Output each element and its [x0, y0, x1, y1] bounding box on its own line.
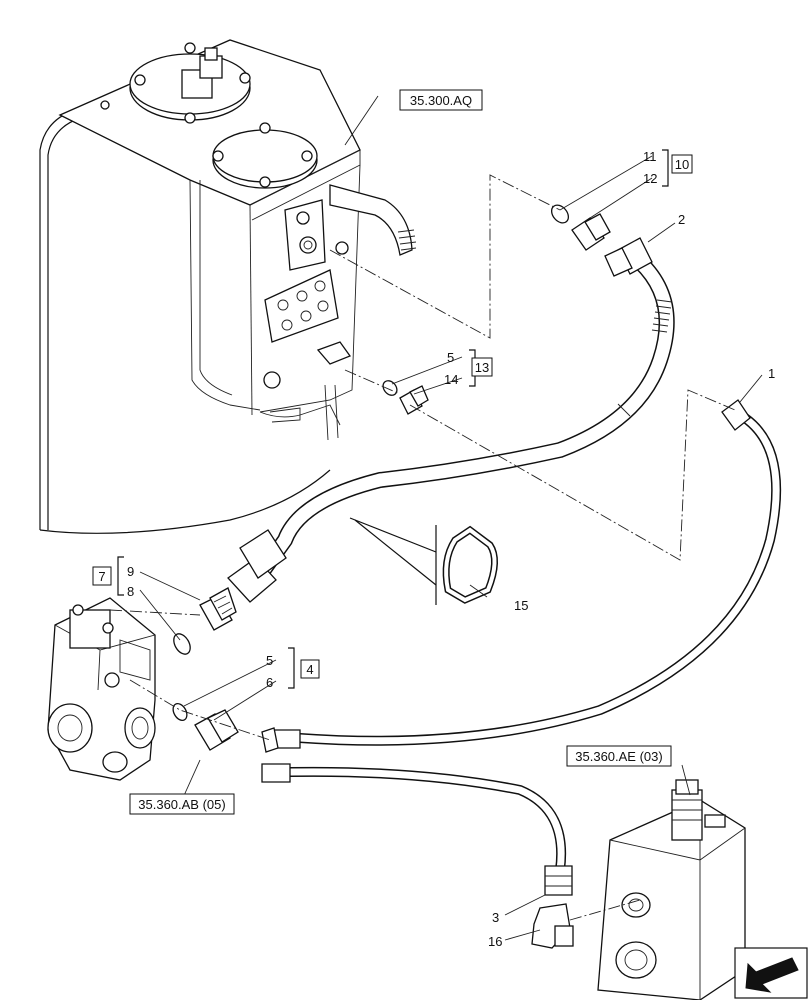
callout-box-10: 10 — [671, 154, 693, 174]
o-ring-5-pump — [172, 702, 188, 722]
callout-3: 3 — [492, 910, 499, 925]
arrow-down-left-icon[interactable] — [734, 947, 808, 999]
callout-5-pump: 5 — [266, 653, 273, 668]
callout-16: 16 — [488, 934, 502, 949]
valve-block — [597, 779, 746, 1000]
callout-6: 6 — [266, 675, 273, 690]
reference-label-valve: 35.360.AE (03) — [575, 749, 662, 764]
callout-14: 14 — [444, 372, 458, 387]
callout-10: 10 — [675, 157, 689, 172]
callout-1: 1 — [768, 366, 775, 381]
callout-4: 4 — [306, 662, 313, 677]
hose-1 — [261, 399, 782, 753]
o-ring-5-tank — [382, 380, 398, 396]
callout-13: 13 — [475, 360, 489, 375]
callout-15: 15 — [514, 598, 528, 613]
callout-box-7: 7 — [92, 566, 112, 586]
fitting-6 — [194, 709, 239, 751]
hose-3 — [261, 763, 573, 896]
callout-box-13: 13 — [471, 357, 493, 377]
callout-9: 9 — [127, 564, 134, 579]
fitting-9 — [199, 587, 237, 631]
elbow-fitting-16 — [531, 903, 574, 949]
callout-7: 7 — [98, 569, 105, 584]
hose-2 — [227, 237, 675, 603]
reference-box-pump[interactable]: 35.360.AB (05) — [129, 793, 235, 815]
fitting-14 — [399, 385, 429, 415]
callout-12: 12 — [643, 171, 657, 186]
hydraulic-tank — [39, 39, 417, 534]
leader-lines — [117, 95, 763, 941]
callout-8: 8 — [127, 584, 134, 599]
reference-label-tank: 35.300.AQ — [410, 93, 472, 108]
fitting-12 — [571, 213, 611, 251]
callout-11: 11 — [643, 149, 657, 164]
reference-box-tank[interactable]: 35.300.AQ — [399, 89, 483, 111]
reference-label-pump: 35.360.AB (05) — [138, 797, 225, 812]
reference-box-valve[interactable]: 35.360.AE (03) — [566, 745, 672, 767]
hydraulic-pump — [47, 597, 156, 781]
callout-5-tank: 5 — [447, 350, 454, 365]
o-ring-8 — [173, 633, 191, 655]
callouts: 1 2 3 4 5 5 6 7 8 9 10 11 12 13 14 15 16 — [92, 149, 775, 949]
centerlines — [109, 174, 736, 921]
callout-box-4: 4 — [300, 659, 320, 679]
callout-2: 2 — [678, 212, 685, 227]
grommet-15 — [349, 517, 498, 605]
